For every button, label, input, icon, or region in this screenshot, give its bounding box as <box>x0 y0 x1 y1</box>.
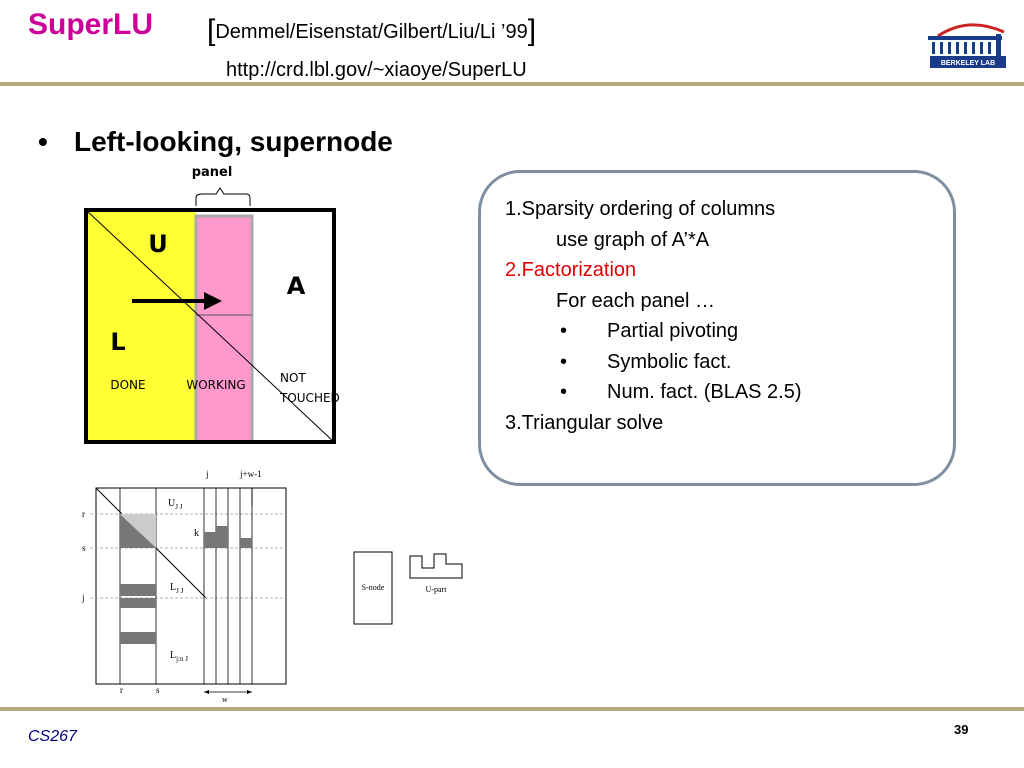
panel-brace <box>195 187 251 206</box>
ljn-label: Lj:n J <box>170 650 188 663</box>
col-jw1-label: j+w-1 <box>239 469 262 479</box>
k-label: k <box>194 528 199 539</box>
sub-bullet-marker-2: • <box>560 351 568 373</box>
matrix-diagonal <box>85 209 335 443</box>
snode-upart-figure: S-node U-part <box>353 551 463 625</box>
u-label: U <box>148 230 168 258</box>
supernode-upper <box>120 514 156 548</box>
col-j-label: j <box>205 469 209 479</box>
a-label: A <box>287 272 306 300</box>
page-number: 39 <box>954 722 969 737</box>
row-r-label: r <box>82 509 85 519</box>
l-label: L <box>110 328 125 356</box>
left-looking-diagram: panel U A L DONE WORKING NOT TOUCHED <box>84 165 340 444</box>
w-label: w <box>222 695 228 704</box>
step-1: 1.Sparsity ordering of columns <box>505 198 776 220</box>
snode-label: S-node <box>362 583 385 592</box>
done-region <box>86 210 196 442</box>
algorithm-box <box>478 170 956 486</box>
main-bullet: • Left-looking, supernode <box>38 126 393 158</box>
citation-text: Demmel/Eisenstat/Gilbert/Liu/Li ’99 <box>215 21 528 43</box>
step-1-detail: use graph of A’*A <box>556 229 710 251</box>
done-label: DONE <box>110 378 145 392</box>
u-block-3 <box>240 538 252 548</box>
ljj-label: LJ J <box>170 582 184 595</box>
citation: [Demmel/Eisenstat/Gilbert/Liu/Li ’99] <box>207 12 537 47</box>
supernode-structure-figure: j j+w-1 r s j r s UJ J k LJ J Lj:n J w <box>81 469 287 704</box>
citation-close-bracket: ] <box>527 14 537 47</box>
not-touched-label-1: NOT <box>280 371 306 385</box>
u-block-1 <box>204 532 216 548</box>
row-s-label: s <box>82 543 86 553</box>
sub-bullet-marker-1: • <box>560 320 568 342</box>
l-block-3 <box>120 632 156 644</box>
step-2-detail: For each panel … <box>556 290 715 312</box>
l-block-1 <box>120 584 156 596</box>
bullet-marker: • <box>38 126 48 157</box>
arrow-head <box>204 292 222 310</box>
bottom-r-label: r <box>120 685 123 695</box>
slide-title: SuperLU <box>28 8 154 41</box>
l-block-2 <box>120 598 156 608</box>
header-divider <box>0 82 1024 86</box>
row-j-label: j <box>81 593 85 603</box>
ujj-label: UJ J <box>168 498 183 511</box>
logo-text: BERKELEY LAB <box>941 60 995 67</box>
step-3: 3.Triangular solve <box>505 412 664 434</box>
not-touched-label-2: TOUCHED <box>279 391 340 405</box>
course-label: CS267 <box>28 728 77 745</box>
upart-outline <box>409 553 463 579</box>
working-label: WORKING <box>186 378 245 392</box>
sub-step-numeric: Num. fact. (BLAS 2.5) <box>607 381 802 403</box>
sub-bullet-marker-3: • <box>560 381 568 403</box>
working-panel <box>194 214 254 444</box>
upart-label: U-part <box>426 585 448 594</box>
panel-label: panel <box>192 165 233 180</box>
bullet-text: Left-looking, supernode <box>74 126 393 157</box>
project-url: http://crd.lbl.gov/~xiaoye/SuperLU <box>226 59 527 81</box>
sub-step-pivoting: Partial pivoting <box>607 320 739 342</box>
footer-divider <box>0 707 1024 711</box>
berkeley-lab-logo: BERKELEY LAB <box>928 23 1006 68</box>
bottom-s-label: s <box>156 685 160 695</box>
step-2: 2.Factorization <box>505 259 637 281</box>
snode-rect <box>353 551 393 625</box>
sub-step-symbolic: Symbolic fact. <box>607 351 732 373</box>
matrix-outline <box>95 487 287 685</box>
u-block-2 <box>216 526 228 548</box>
matrix-border <box>84 208 336 444</box>
citation-open-bracket: [ <box>207 14 216 47</box>
